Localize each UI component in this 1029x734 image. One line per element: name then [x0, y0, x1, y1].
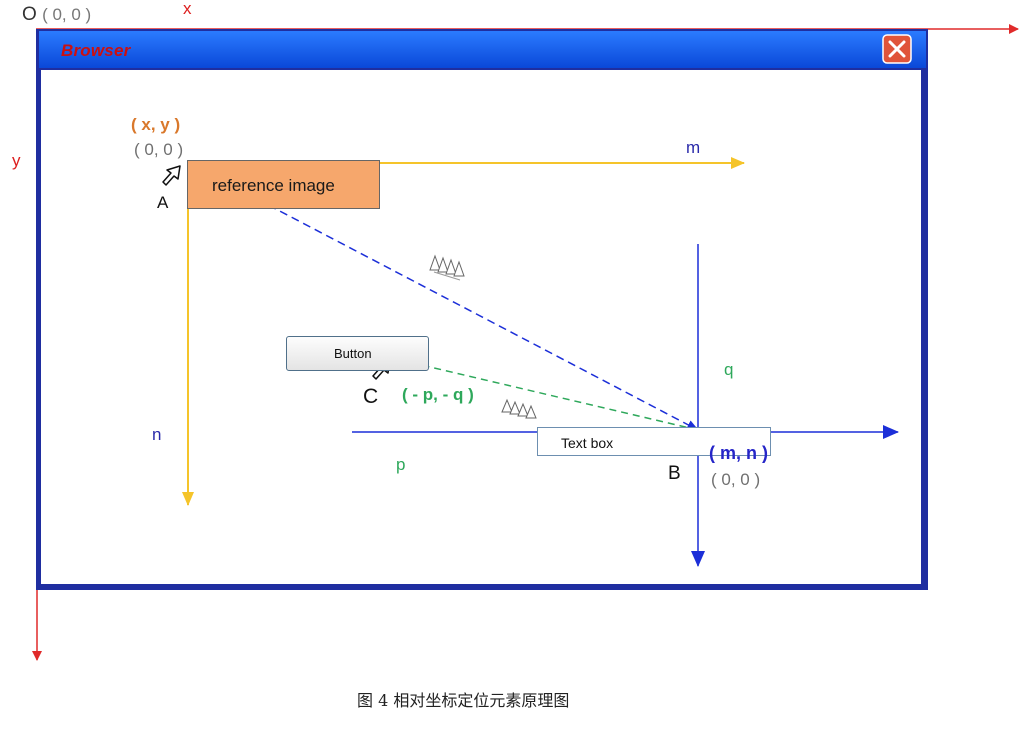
close-icon[interactable] [888, 40, 906, 58]
close-button[interactable] [882, 34, 912, 64]
point-b-label: B [668, 463, 681, 484]
target-button[interactable]: Button [286, 336, 429, 371]
point-c-label: C [363, 385, 379, 408]
text-box[interactable]: Text box [537, 427, 771, 456]
origin-label: O ( 0, 0 ) [22, 5, 91, 24]
window-title: Browser [61, 41, 131, 60]
textbox-coords-symbolic: ( m, n ) [709, 443, 768, 463]
textbox-coords-zero: ( 0, 0 ) [711, 470, 761, 489]
reference-coords-zero: ( 0, 0 ) [134, 140, 184, 159]
button-offset-label: ( - p, - q ) [402, 385, 474, 404]
reference-coords-symbolic: ( x, y ) [131, 115, 181, 134]
origin-letter: O [22, 4, 37, 25]
browser-titlebar [39, 31, 926, 68]
screen-y-label: y [12, 151, 21, 170]
pointer-cursor-icon [162, 165, 181, 186]
distance-p-label: p [396, 455, 406, 474]
reference-image-label: reference image [212, 176, 335, 195]
point-a-label: A [157, 193, 169, 212]
moving-hand-icon [429, 254, 465, 281]
text-box-label: Text box [561, 435, 614, 451]
distance-m-label: m [686, 138, 701, 157]
button-label: Button [334, 346, 372, 361]
screen-x-label: x [183, 0, 192, 18]
reference-image: reference image [187, 160, 380, 209]
figure-caption: 图 4 相对坐标定位元素原理图 [357, 691, 570, 710]
distance-n-label: n [152, 425, 162, 444]
vector-b-to-c [395, 356, 699, 431]
origin-coords: ( 0, 0 ) [42, 5, 92, 24]
moving-hand-icon [501, 398, 537, 419]
distance-q-label: q [724, 360, 734, 379]
